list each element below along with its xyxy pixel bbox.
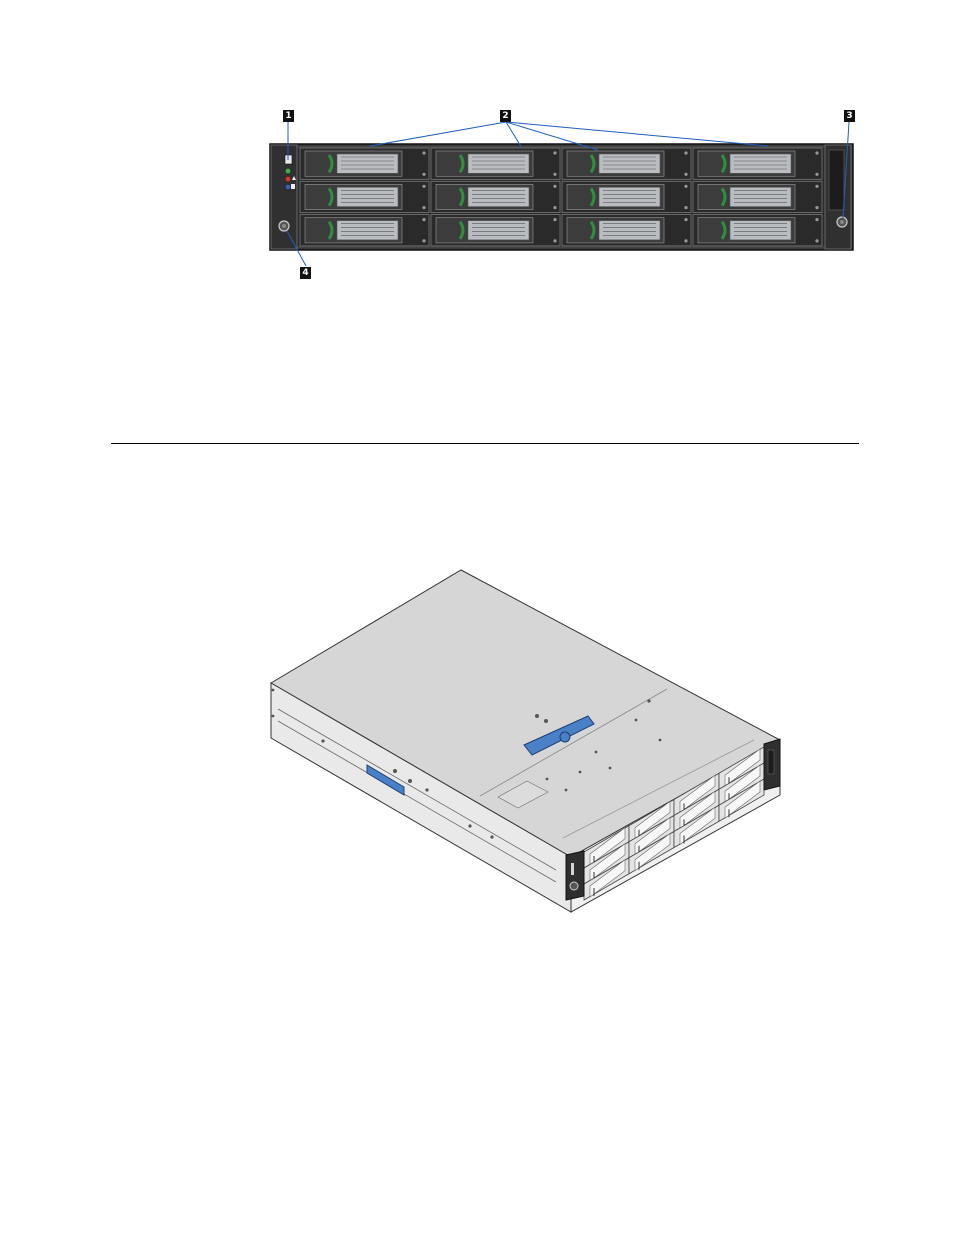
callout-1: 1 [283, 110, 294, 122]
drive-bay [693, 181, 822, 212]
iso-drive-bay [629, 800, 674, 842]
drive-bay [431, 215, 560, 246]
id-icon [291, 184, 295, 189]
top-cover [271, 570, 780, 857]
cover-lock-icon [560, 732, 570, 742]
label-plate [498, 781, 548, 808]
side-handle [367, 765, 404, 795]
iso-drive-bay [674, 773, 719, 815]
id-led-icon [285, 184, 291, 190]
iso-drive-bay [584, 826, 629, 868]
iso-drive-bay [674, 805, 719, 847]
iso-drive-bay [674, 789, 719, 831]
callout-2: 2 [500, 110, 511, 122]
drive-bay [300, 181, 429, 212]
right-ear-handle [829, 150, 844, 210]
iso-left-thumbscrew-icon [570, 882, 578, 890]
iso-drive-bay [584, 858, 629, 900]
error-led-icon [285, 176, 291, 182]
drive-bay [300, 215, 429, 246]
power-led-icon [285, 168, 291, 174]
callout-4: 4 [300, 267, 311, 279]
cover-release-handle [524, 716, 594, 755]
left-side-panel [271, 683, 571, 912]
iso-drive-bay [629, 816, 674, 858]
iso-drive-bay [719, 763, 764, 805]
drive-bay [562, 181, 691, 212]
drive-bay [693, 148, 822, 179]
top-cover-screws [535, 699, 661, 791]
iso-drive-bay [719, 779, 764, 821]
iso-drive-bay [719, 747, 764, 789]
left-rack-ear [271, 145, 297, 249]
iso-drive-bay-grid [584, 747, 764, 900]
front-view-drawing [0, 0, 954, 300]
iso-drive-bay [629, 832, 674, 874]
section-divider [111, 443, 859, 444]
iso-left-rack-ear [566, 851, 584, 900]
front-face [571, 740, 780, 912]
iso-right-rack-ear [764, 739, 780, 790]
drive-bay [431, 181, 560, 212]
drive-bay [431, 148, 560, 179]
drive-bay [562, 215, 691, 246]
drive-bay [300, 148, 429, 179]
iso-drive-bay [584, 842, 629, 884]
callout-3: 3 [844, 110, 855, 122]
drive-bay [693, 215, 822, 246]
drive-bay [562, 148, 691, 179]
